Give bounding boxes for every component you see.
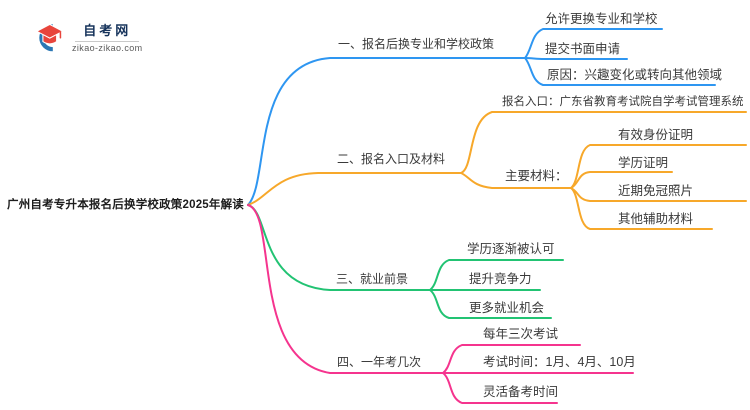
branch-2-grandchild-2-line [570,171,673,189]
logo-divider [75,41,140,42]
branch-1-child-2[interactable]: 提交书面申请 [545,42,621,56]
branch-2-child-1-line [460,111,747,174]
branch-2-grandchild-3[interactable]: 近期免冠照片 [618,184,694,198]
branch-2-child-2[interactable]: 主要材料： [505,169,568,183]
branch-4-line [247,204,444,374]
branch-3-label[interactable]: 三、就业前景 [336,272,409,286]
branch-3-child-2[interactable]: 提升竞争力 [469,272,532,286]
branch-4-child-1-line [442,344,581,374]
branch-3-child-1[interactable]: 学历逐渐被认可 [467,242,555,256]
branch-2-line [247,172,462,206]
branch-2-grandchild-4[interactable]: 其他辅助材料 [618,212,694,226]
logo-text: 自考网 zikao-zikao.com [72,20,143,53]
branch-3-child-3[interactable]: 更多就业机会 [469,301,545,315]
branch-2-grandchild-2[interactable]: 学历证明 [618,156,669,170]
branch-2-child-2-line [460,172,572,189]
branch-1-child-3-line [524,57,716,86]
branch-3-child-1-line [429,259,564,291]
logo-title: 自考网 [83,23,132,38]
branch-4-child-3-line [442,372,558,404]
branch-4-child-1[interactable]: 每年三次考试 [483,327,559,341]
branch-4-child-3[interactable]: 灵活备考时间 [483,385,559,399]
root-topic[interactable]: 广州自考专升本报名后换学校政策2025年解读 [7,199,244,211]
branch-2-label[interactable]: 二、报名入口及材料 [337,152,446,166]
branch-1-child-1[interactable]: 允许更换专业和学校 [545,12,658,26]
branch-1-label[interactable]: 一、报名后换专业和学校政策 [338,37,495,51]
logo: 自考网 zikao-zikao.com [33,20,143,53]
branch-2-grandchild-1[interactable]: 有效身份证明 [618,128,694,142]
branch-2-child-1[interactable]: 报名入口：广东省教育考试院自学考试管理系统 [502,96,744,108]
branch-1-child-2-line [524,57,628,60]
branch-1-child-3[interactable]: 原因：兴趣变化或转向其他领域 [547,68,723,82]
branch-3-child-3-line [429,289,552,319]
branch-2-grandchild-4-line [570,187,713,230]
logo-domain: zikao-zikao.com [72,43,143,53]
graduation-cap-icon [35,23,64,51]
branch-1-child-1-line [524,28,663,59]
branch-1-line [247,57,526,206]
branch-4-child-2[interactable]: 考试时间：1月、4月、10月 [483,355,636,369]
branch-4-label[interactable]: 四、一年考几次 [337,355,422,369]
